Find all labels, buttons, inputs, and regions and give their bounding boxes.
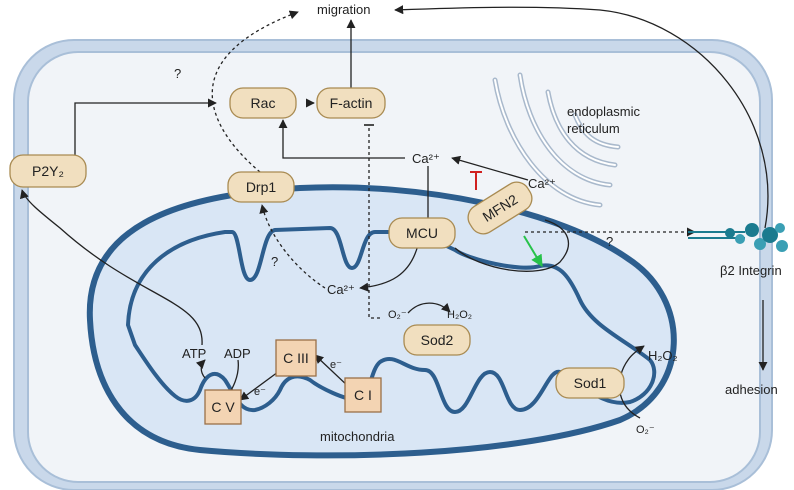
p2y2-label: P2Y₂ [32, 163, 64, 179]
protein-mcu: MCU [388, 217, 456, 249]
arrow-sod2 [407, 302, 451, 314]
protein-sod2: Sod2 [403, 324, 471, 356]
o2-inner-label: O₂⁻ [388, 309, 407, 321]
arrow-e-c3-c5 [239, 371, 279, 401]
dashed-arrows [211, 10, 696, 319]
migration-label: migration [317, 2, 370, 17]
c3-label: C III [283, 350, 309, 366]
sod1-label: Sod1 [574, 375, 607, 391]
endoplasmic-reticulum-inner [494, 74, 619, 206]
o2-outer-label: O₂⁻ [636, 424, 655, 436]
arrow-caer-cacyto [451, 155, 529, 181]
question-mark-2: ? [271, 254, 278, 269]
integrin-icon [688, 223, 788, 252]
arrow-atp [195, 359, 206, 379]
protein-sod1: Sod1 [555, 367, 625, 399]
dashed-factin-o2 [368, 128, 383, 319]
protein-rac: Rac [229, 87, 297, 119]
arrow-integrin-migration [394, 5, 769, 229]
arrow-sod1 [618, 345, 645, 419]
c1-label: C I [354, 387, 372, 403]
mcu-label: MCU [406, 225, 438, 241]
ca-mito-label: Ca²⁺ [327, 282, 355, 297]
arrow-p2y2-rac [74, 98, 217, 155]
h2o2-inner-label: H₂O₂ [447, 309, 472, 321]
mfn2-inhibition [470, 171, 482, 190]
inner-membrane-cristae [125, 225, 657, 415]
c5-label: C V [211, 399, 235, 415]
arrow-atp-p2y2 [20, 189, 203, 346]
arrow-ca-rac [278, 119, 405, 159]
mfn2-activation [523, 235, 543, 268]
er-label-line1: endoplasmic [567, 104, 640, 119]
protein-drp1: Drp1 [227, 171, 295, 203]
arrow-e-c1-c3 [314, 354, 351, 389]
arrows [20, 5, 769, 419]
er-label-line2: reticulum [567, 121, 620, 136]
electron-label-2: e⁻ [254, 386, 266, 398]
complex-c1: C I [344, 377, 382, 413]
ca-cytosol-label: Ca²⁺ [412, 151, 440, 166]
protein-p2y2: P2Y₂ [9, 154, 87, 188]
protein-factin: F-actin [316, 87, 386, 119]
rac-label: Rac [251, 95, 276, 111]
ca-er-label: Ca²⁺ [528, 176, 556, 191]
drp1-label: Drp1 [246, 179, 277, 195]
h2o2-outer-label: H₂O₂ [648, 348, 678, 363]
question-mark-1: ? [174, 66, 181, 81]
factin-label: F-actin [330, 95, 373, 111]
adp-label: ADP [224, 346, 251, 361]
question-mark-3: ? [606, 234, 613, 249]
complex-c3: C III [275, 339, 317, 377]
complex-c5: C V [204, 389, 242, 425]
atp-label: ATP [182, 346, 206, 361]
electron-label-1: e⁻ [330, 359, 342, 371]
mitochondria-label: mitochondria [320, 429, 395, 444]
sod2-label: Sod2 [421, 332, 454, 348]
dashed-drp1-migration [211, 10, 299, 173]
integrin-label: β2 Integrin [720, 263, 782, 278]
adhesion-label: adhesion [725, 382, 778, 397]
